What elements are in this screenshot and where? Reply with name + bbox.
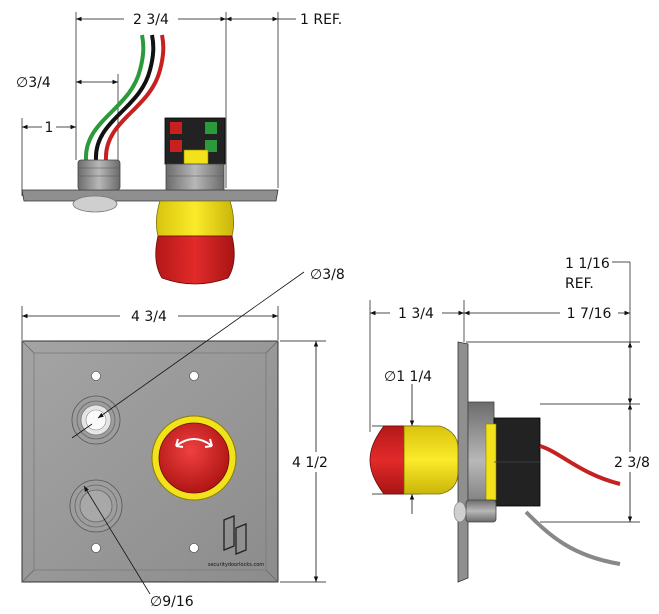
logo-text: securitydoorlocks.com	[208, 562, 264, 568]
dim-plate-width: 4 3/4	[131, 309, 167, 325]
side-red-cap	[369, 425, 405, 495]
dim-top-one: 1	[45, 120, 54, 136]
dim-side-depth-left: 1 3/4	[398, 306, 434, 322]
side-wire-grey	[524, 510, 621, 566]
company-logo: securitydoorlocks.com	[208, 515, 264, 568]
mushroom-yellow-body	[156, 200, 234, 237]
dim-top-width: 2 3/4	[133, 12, 169, 28]
wall-plate	[21, 340, 279, 583]
screw-hole	[189, 371, 199, 381]
dim-side-ref-1: 1 1/16	[565, 256, 610, 272]
screw-hole	[189, 543, 199, 553]
small-switch-cap	[72, 195, 118, 213]
plate-side	[457, 341, 469, 583]
top-view: 2 3/4 1 REF. ∅3/4 1	[16, 8, 342, 285]
front-view: 4 3/4 4 1/2	[21, 267, 345, 610]
side-yellow-body	[403, 425, 459, 495]
dim-side-depth-right: 1 7/16	[567, 306, 612, 322]
dim-top-wire-dia: ∅3/4	[16, 75, 51, 91]
wire-green	[83, 34, 146, 161]
side-wire-red	[539, 444, 621, 486]
dim-side-button: ∅1 1/4	[384, 369, 432, 385]
screw-hole	[91, 543, 101, 553]
dim-side-height: 2 3/8	[614, 455, 650, 471]
wire-black	[93, 34, 156, 161]
side-view: 1 3/4 1 7/16 1 1/16 REF. 2 3/8 ∅1 1/4	[369, 256, 658, 583]
dim-large-hole: ∅9/16	[150, 594, 194, 610]
dim-plate-height: 4 1/2	[292, 455, 328, 471]
twist-arrow-icon	[175, 438, 213, 447]
small-switch-body	[77, 159, 121, 191]
dim-side-ref-2: REF.	[565, 276, 594, 292]
dim-top-ref: 1 REF.	[300, 12, 342, 28]
mushroom-red-cap	[155, 235, 235, 285]
mushroom-button-front	[158, 422, 230, 494]
screw-hole	[91, 371, 101, 381]
small-hole	[85, 409, 107, 431]
plate-edge	[21, 189, 279, 202]
wire-red	[103, 34, 166, 161]
dim-small-hole: ∅3/8	[310, 267, 345, 283]
